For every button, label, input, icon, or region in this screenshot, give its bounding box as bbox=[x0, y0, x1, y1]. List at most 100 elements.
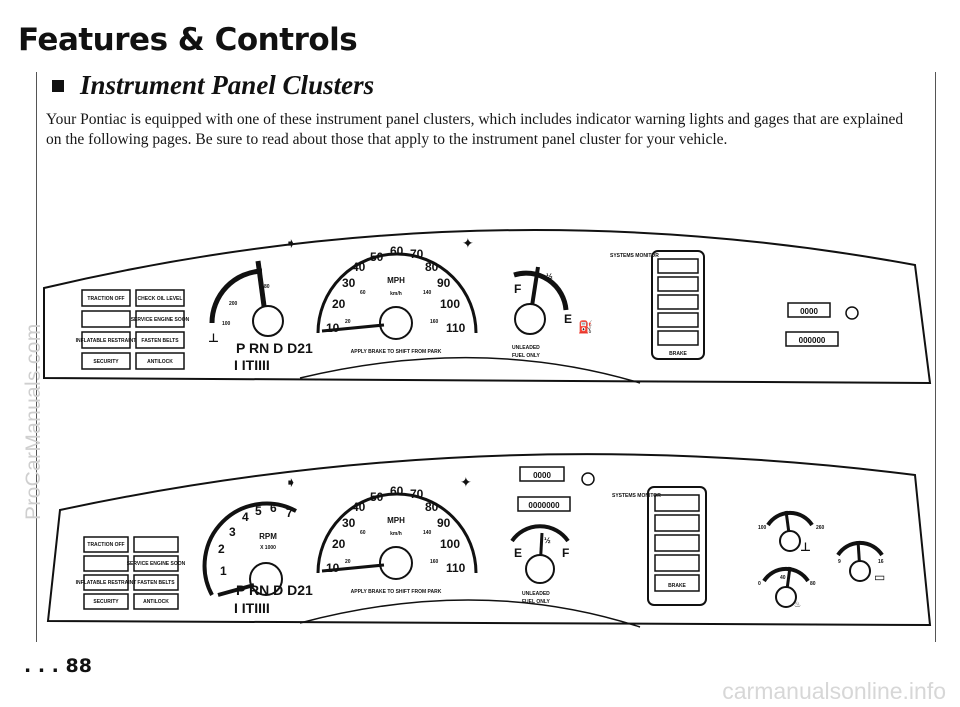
warning-light-8-label: ANTILOCK bbox=[147, 359, 173, 365]
intro-paragraph: Your Pontiac is equipped with one of the… bbox=[46, 111, 904, 148]
tach-needle bbox=[217, 583, 255, 597]
tach-label-7: 7 bbox=[286, 506, 293, 520]
monitor-slot-3 bbox=[654, 534, 700, 552]
tachometer-gauge: 1 2 3 4 5 6 7 RPM X 1000 bbox=[202, 501, 297, 597]
volt-label-high: 16 bbox=[878, 559, 884, 565]
warning-light-1 bbox=[83, 536, 129, 553]
speedo-mph-10: 10 bbox=[326, 561, 340, 575]
monitor-slot-2 bbox=[654, 514, 700, 532]
fuel-label-e: E bbox=[564, 312, 572, 326]
brake-label: BRAKE bbox=[669, 351, 687, 357]
tach-label-3: 3 bbox=[229, 525, 236, 539]
temp-label-low: 100 bbox=[758, 525, 767, 531]
speedo-mph-110: 110 bbox=[446, 561, 466, 575]
prndl-indicator: P RN D D21 bbox=[236, 582, 313, 598]
warning-light-4-label: SERVICE ENGINE SOON bbox=[127, 561, 186, 567]
tach-hub bbox=[249, 562, 283, 596]
systems-monitor-label: SYSTEMS MONITOR bbox=[612, 493, 661, 499]
speedo-mph-40: 40 bbox=[352, 260, 366, 274]
cluster-outline bbox=[46, 453, 932, 627]
page-title: Features & Controls bbox=[18, 22, 358, 58]
thermometer-icon: ⊥ bbox=[800, 540, 811, 554]
tach-label-6: 6 bbox=[270, 501, 277, 515]
speedo-mph-100: 100 bbox=[440, 297, 460, 311]
speedo-mph-80: 80 bbox=[425, 260, 439, 274]
warning-light-5 bbox=[81, 331, 131, 349]
odometer-box bbox=[517, 496, 571, 512]
systems-monitor-label: SYSTEMS MONITOR bbox=[610, 253, 659, 259]
instrument-cluster-2: TRACTION OFF SERVICE ENGINE SOON INFLATA… bbox=[46, 453, 932, 628]
speedo-unit-mph: MPH bbox=[387, 276, 405, 285]
speedo-mph-70: 70 bbox=[410, 487, 424, 501]
voltmeter-gauge: 9 16 ▭ bbox=[836, 540, 885, 584]
tachometer-gauge: 80 200 100 ⊥ bbox=[208, 260, 284, 345]
warning-light-3 bbox=[83, 555, 129, 572]
speedo-unit-kmh: km/h bbox=[390, 291, 402, 297]
tach-label-1: 1 bbox=[220, 564, 227, 578]
coolant-temp-gauge: 100 260 ⊥ bbox=[758, 510, 825, 554]
warning-light-6 bbox=[133, 574, 179, 591]
monitor-slot-2 bbox=[657, 276, 699, 292]
monitor-slot-4 bbox=[657, 312, 699, 328]
tach-label-4: 4 bbox=[242, 510, 249, 524]
speedo-note: APPLY BRAKE TO SHIFT FROM PARK bbox=[351, 349, 442, 355]
tach-label-3: 100 bbox=[222, 321, 231, 327]
tach-arc bbox=[209, 268, 263, 324]
warning-light-8 bbox=[135, 352, 185, 370]
oil-arc bbox=[762, 566, 810, 583]
tach-label-1: 80 bbox=[264, 284, 270, 290]
fuel-arc bbox=[513, 270, 569, 311]
monitor-slot-3 bbox=[657, 294, 699, 310]
trip-odometer-box bbox=[519, 466, 565, 482]
warning-light-5 bbox=[83, 574, 129, 591]
turn-signal-left-icon: ➧ bbox=[285, 474, 297, 490]
systems-monitor-frame bbox=[647, 486, 707, 606]
speedo-mph-70: 70 bbox=[410, 247, 424, 261]
odometer: 000000 bbox=[799, 336, 826, 345]
cluster-bezel-curve bbox=[299, 356, 641, 384]
speedo-mph-60: 60 bbox=[390, 484, 404, 498]
fuel-note-2: FUEL ONLY bbox=[512, 353, 540, 359]
warning-light-2 bbox=[135, 289, 185, 307]
left-margin-rule bbox=[36, 72, 37, 642]
turn-signal-left-icon: ➧ bbox=[285, 235, 297, 251]
warning-light-1-label: TRACTION OFF bbox=[87, 542, 124, 548]
cluster-outline bbox=[43, 229, 932, 385]
monitor-slot-1 bbox=[654, 494, 700, 512]
tach-label-2: 2 bbox=[218, 542, 225, 556]
speedometer-gauge: 10 20 30 40 50 60 70 80 90 100 110 20 60… bbox=[316, 244, 478, 355]
brake-label: BRAKE bbox=[668, 583, 686, 589]
speedo-kmh-140: 140 bbox=[423, 290, 432, 296]
speedo-mph-50: 50 bbox=[370, 490, 384, 504]
temp-arc bbox=[766, 510, 814, 527]
tach-unit-x1000: X 1000 bbox=[260, 545, 276, 551]
volt-hub bbox=[849, 560, 871, 582]
fuel-label-half: ½ bbox=[544, 536, 551, 545]
tach-label-2: 200 bbox=[229, 301, 238, 307]
trip-odometer: 0000 bbox=[533, 471, 551, 480]
fuel-label-f: F bbox=[514, 282, 521, 296]
odometer-area: 0000 0000000 bbox=[517, 466, 595, 512]
speedo-arc bbox=[316, 492, 478, 574]
speedo-kmh-60: 60 bbox=[360, 530, 366, 536]
speedo-hub bbox=[379, 546, 413, 580]
thermometer-icon: ⊥ bbox=[208, 331, 219, 345]
temp-hub bbox=[779, 530, 801, 552]
speedo-arc bbox=[316, 252, 478, 334]
speedometer-gauge: 10 20 30 40 50 60 70 80 90 100 110 20 60… bbox=[316, 484, 478, 595]
watermark-bottom: carmanualsonline.info bbox=[722, 678, 946, 704]
speedo-kmh-20: 20 bbox=[345, 559, 351, 565]
oil-label-80: 80 bbox=[810, 581, 816, 587]
monitor-slot-4 bbox=[654, 554, 700, 572]
speedo-mph-10: 10 bbox=[326, 321, 340, 335]
oil-can-icon: ♨ bbox=[794, 600, 801, 609]
warning-light-8 bbox=[133, 593, 179, 610]
battery-icon: ▭ bbox=[874, 570, 885, 584]
trip-reset-knob bbox=[845, 306, 859, 320]
speedo-kmh-60: 60 bbox=[360, 290, 366, 296]
prndl-indicator: P RN D D21 bbox=[236, 340, 313, 356]
speedo-mph-110: 110 bbox=[446, 321, 466, 335]
warning-light-5-label: INFLATABLE RESTRAINT bbox=[76, 338, 137, 344]
odometer-box bbox=[785, 331, 839, 347]
